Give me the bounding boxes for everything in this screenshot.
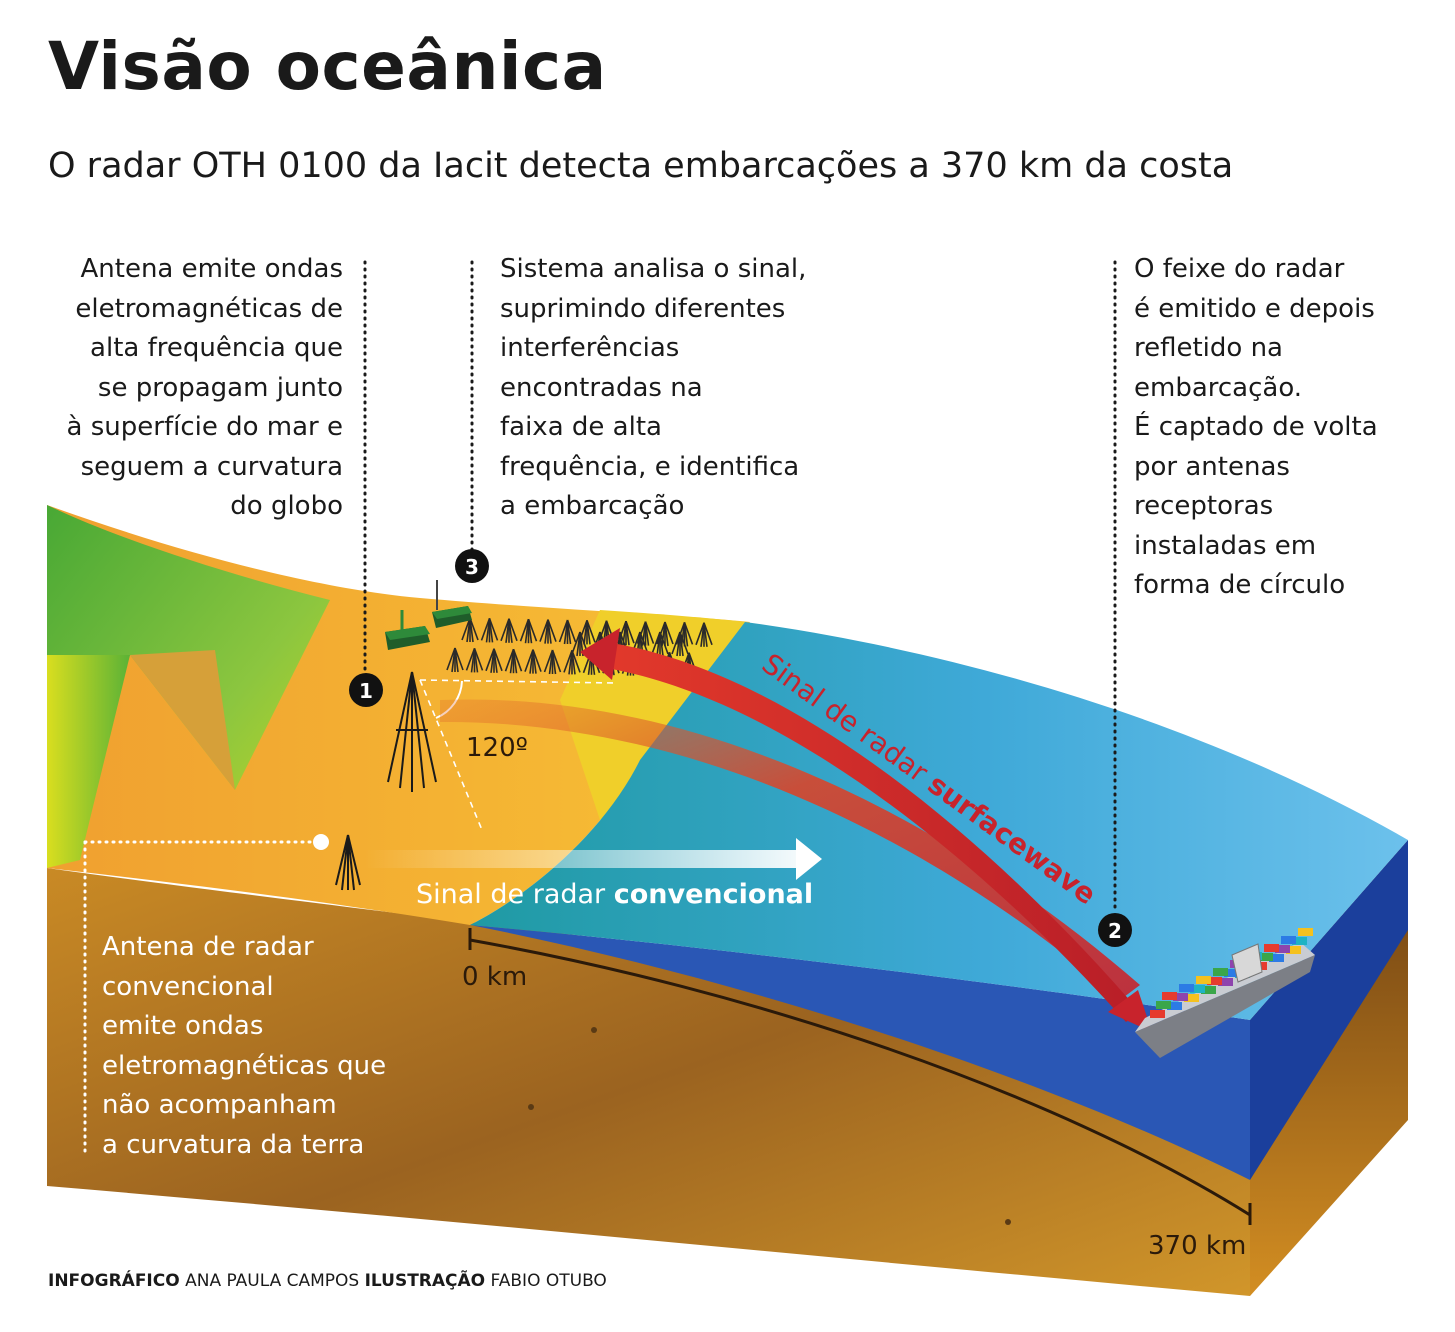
ship-container xyxy=(1150,1010,1165,1018)
surfacewave-arrowhead-back xyxy=(580,628,620,680)
ship-container xyxy=(1156,1001,1171,1009)
receiver-antenna xyxy=(671,631,689,657)
ship-container xyxy=(1275,945,1290,953)
credits-illustration-label: ILUSTRAÇÃO xyxy=(364,1271,486,1291)
scale-label-start: 0 km xyxy=(462,962,527,992)
receiver-antenna xyxy=(563,650,581,675)
receiver-antenna xyxy=(465,648,484,673)
ship-container xyxy=(1201,986,1216,994)
ship-container xyxy=(1173,993,1188,1001)
credits-infographic-label: INFOGRÁFICO xyxy=(48,1271,180,1291)
receiver-antenna xyxy=(485,648,503,673)
ship-container xyxy=(1224,969,1239,977)
page-subtitle: O radar OTH 0100 da Iacit detecta embarc… xyxy=(48,146,1234,186)
conventional-antenna xyxy=(335,834,361,891)
receiver-antenna xyxy=(558,619,577,645)
ship-container xyxy=(1167,1002,1182,1010)
ship-container xyxy=(1258,953,1273,961)
leader-lines xyxy=(363,260,1117,914)
ship-container xyxy=(1179,984,1194,992)
ship-container xyxy=(1269,954,1284,962)
callout-3-text: Sistema analisa o sinal, suprimindo dife… xyxy=(500,254,807,521)
conventional-leader-dot xyxy=(313,834,329,850)
receiver-antenna xyxy=(500,618,518,643)
ship-container xyxy=(1281,936,1296,944)
ship-container xyxy=(1286,946,1301,954)
svg-text:2: 2 xyxy=(1108,919,1122,943)
receiver-antenna xyxy=(578,620,596,645)
surfacewave-arrowhead-ship xyxy=(1108,990,1152,1032)
angle-indicator xyxy=(419,679,616,831)
ship-container xyxy=(1264,944,1279,952)
receiver-antenna xyxy=(446,647,464,673)
credits-infographic-name: ANA PAULA CAMPOS xyxy=(185,1271,360,1291)
container-ship xyxy=(1135,928,1315,1058)
svg-text:1: 1 xyxy=(359,679,373,703)
conventional-signal-arrow xyxy=(365,850,800,868)
badge-1: 1 xyxy=(349,673,383,707)
page-title: Visão oceânica xyxy=(48,28,607,105)
callout-1-text: Antena emite ondas eletromagnéticas de a… xyxy=(66,254,343,521)
credits-illustration-name: FABIO OTUBO xyxy=(490,1271,607,1291)
control-buildings xyxy=(385,580,472,650)
receiver-antenna xyxy=(461,617,479,643)
soil-cross-section xyxy=(47,868,1250,1296)
conventional-leader xyxy=(83,840,320,1157)
callout-2-text: O feixe do radar é emitido e depois refl… xyxy=(1134,254,1378,600)
ocean-deep-layer xyxy=(470,925,1250,1180)
ship-container xyxy=(1162,992,1177,1000)
conventional-signal-bold: convencional xyxy=(614,879,813,910)
soil-specks xyxy=(528,1027,1011,1225)
ship-container xyxy=(1190,985,1205,993)
ocean-side-blue xyxy=(1250,840,1408,1180)
badge-3: 3 xyxy=(455,549,489,583)
badge-2: 2 xyxy=(1098,913,1132,947)
green-facet-2 xyxy=(130,650,235,790)
receiver-antenna xyxy=(651,631,669,657)
ship-container xyxy=(1184,994,1199,1002)
receiver-antenna xyxy=(695,622,713,647)
conventional-signal-prefix: Sinal de radar xyxy=(416,879,614,910)
ship-container xyxy=(1207,977,1222,985)
oth-transmitter-tower xyxy=(387,671,437,792)
conventional-signal-label: Sinal de radar convencional xyxy=(416,879,813,910)
ship-container xyxy=(1196,976,1211,984)
receiver-antenna xyxy=(504,648,523,674)
conventional-arrowhead xyxy=(796,838,822,880)
receiver-antenna xyxy=(539,619,557,644)
receiver-antenna xyxy=(519,618,538,644)
ship-container xyxy=(1298,928,1313,936)
surfacewave-return-arrow xyxy=(606,643,1140,1022)
ship-container xyxy=(1213,968,1228,976)
receiver-antenna xyxy=(524,649,542,674)
angle-label: 120º xyxy=(466,733,528,763)
distance-scale-line xyxy=(469,938,1251,1217)
scale-label-end: 370 km xyxy=(1148,1231,1246,1261)
ship-container xyxy=(1218,978,1233,986)
ship-container xyxy=(1292,937,1307,945)
credits: INFOGRÁFICO ANA PAULA CAMPOS ILUSTRAÇÃO … xyxy=(48,1271,607,1291)
svg-text:3: 3 xyxy=(465,555,479,579)
green-facet xyxy=(47,655,130,868)
conventional-antenna-note: Antena de radar convencional emite ondas… xyxy=(102,932,387,1160)
receiver-antenna xyxy=(543,649,562,675)
receiver-antenna xyxy=(480,618,499,643)
